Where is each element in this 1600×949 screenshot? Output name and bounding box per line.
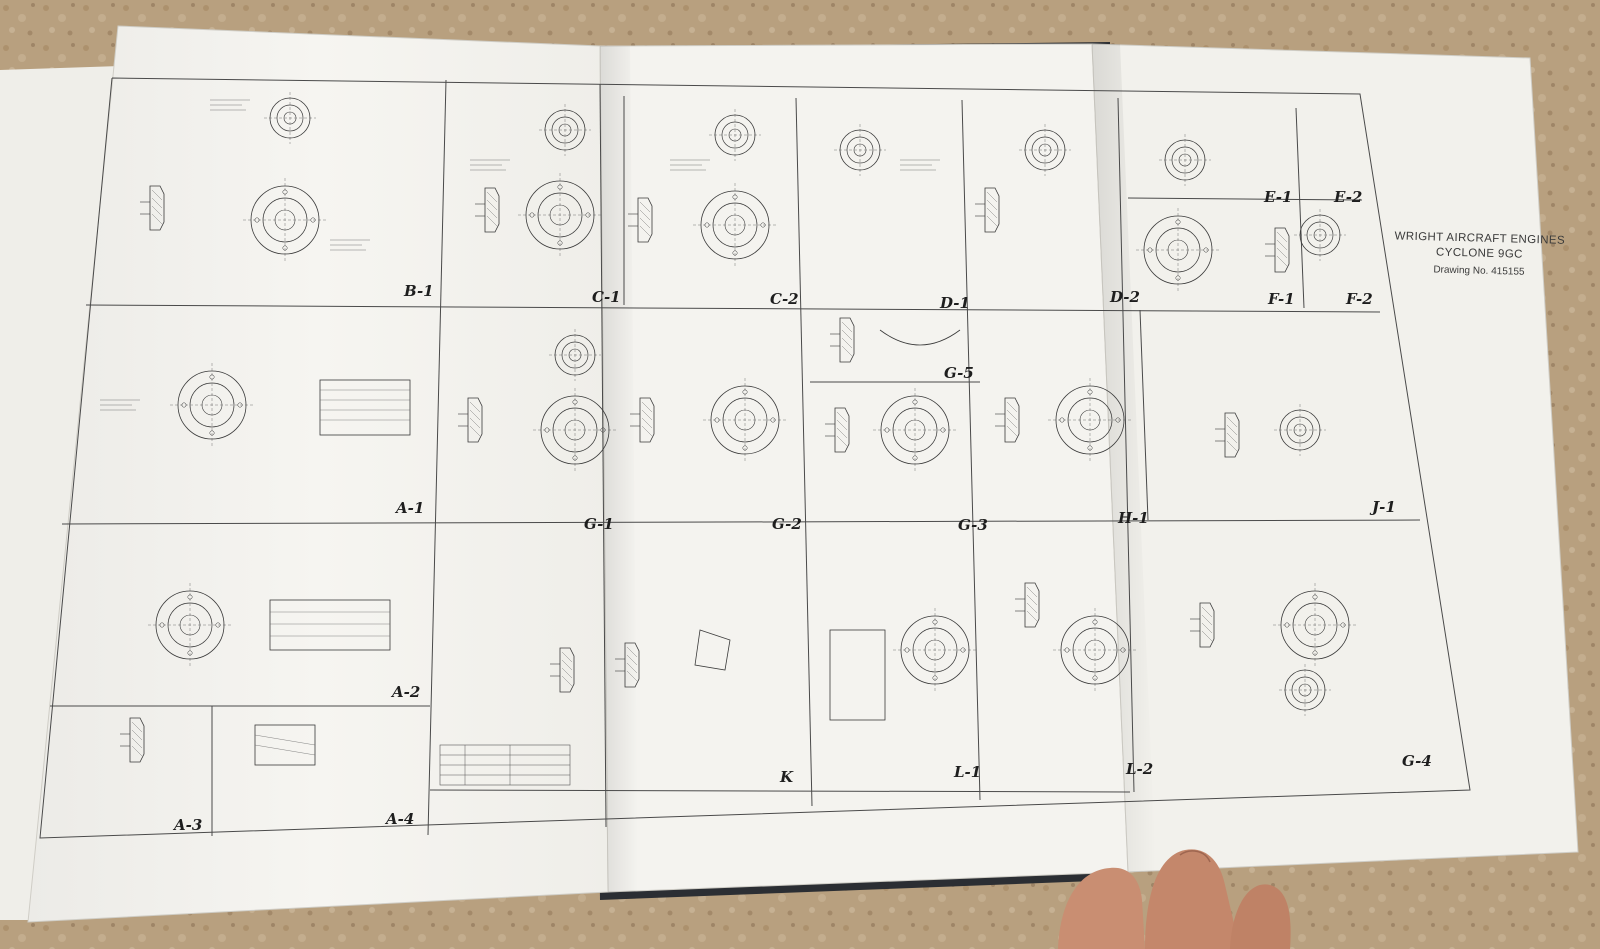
engine-model: CYCLONE 9GC bbox=[1435, 246, 1523, 261]
panel-label: C-1 bbox=[592, 288, 621, 306]
hand bbox=[1058, 849, 1291, 949]
panel-label: F-2 bbox=[1346, 290, 1373, 308]
panel-label: A-1 bbox=[396, 499, 425, 517]
fold-shadow-right bbox=[1092, 44, 1156, 872]
sheet-middle-panel bbox=[599, 43, 1129, 893]
panel-label: H-1 bbox=[1118, 509, 1149, 527]
drawing-title-block: WRIGHT AIRCRAFT ENGINES CYCLONE 9GC Draw… bbox=[1379, 230, 1600, 280]
panel-label: D-1 bbox=[940, 294, 970, 312]
sheet-left-panel bbox=[27, 25, 609, 923]
panel-label: G-2 bbox=[772, 515, 802, 533]
panel-label: K bbox=[780, 768, 794, 786]
panel-label: A-2 bbox=[392, 683, 421, 701]
drawing-grid bbox=[39, 77, 1471, 839]
panel-label: G-1 bbox=[584, 515, 614, 533]
panel-label: E-1 bbox=[1264, 188, 1293, 206]
panel-label: G-4 bbox=[1402, 752, 1432, 770]
technical-drawings bbox=[99, 91, 1358, 786]
panel-label: C-2 bbox=[770, 290, 799, 308]
panel-label: L-2 bbox=[1126, 760, 1154, 778]
left-book-page bbox=[0, 66, 120, 920]
panel-label: G-3 bbox=[958, 516, 988, 534]
panel-label: E-2 bbox=[1334, 188, 1363, 206]
panel-label: J-1 bbox=[1372, 498, 1396, 516]
panel-label: G-5 bbox=[944, 364, 974, 382]
sheet-right-panel bbox=[1091, 43, 1579, 873]
panel-label: L-1 bbox=[954, 763, 982, 781]
panel-label: F-1 bbox=[1268, 290, 1295, 308]
fold-shadow bbox=[600, 46, 638, 892]
panel-label: D-2 bbox=[1110, 288, 1140, 306]
panel-label: B-1 bbox=[404, 282, 434, 300]
panel-label: A-3 bbox=[174, 816, 203, 834]
panel-label: A-4 bbox=[386, 810, 415, 828]
